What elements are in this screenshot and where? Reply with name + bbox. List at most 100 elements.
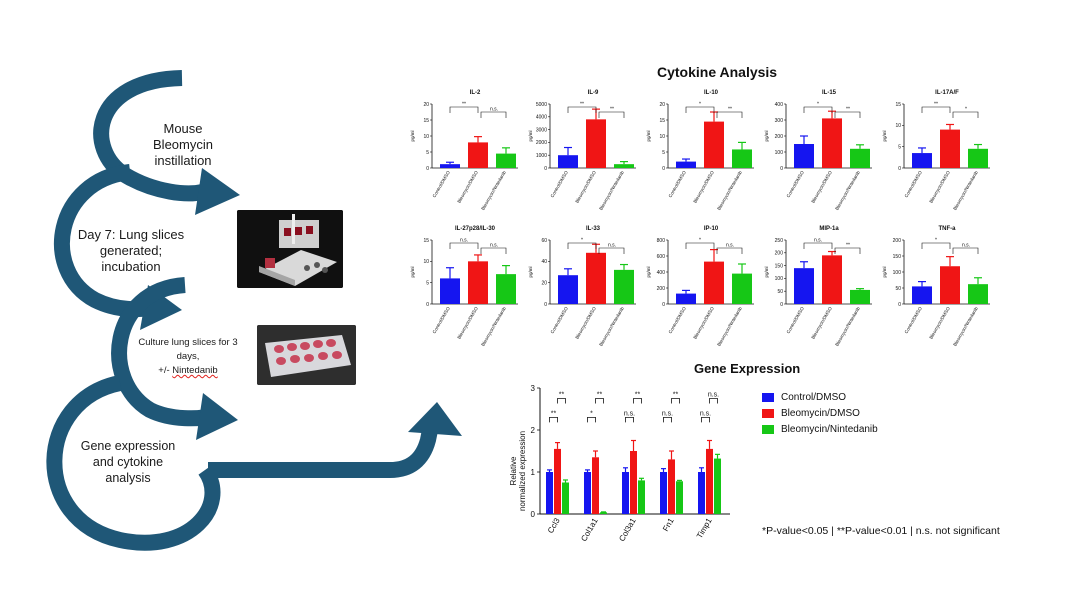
step-lung-slices: Day 7: Lung slices generated; incubation xyxy=(66,227,196,275)
chart-title: MIP-1a xyxy=(819,226,839,232)
bar xyxy=(600,512,607,514)
bar xyxy=(822,255,842,304)
sig-bracket xyxy=(625,417,634,423)
sig-bracket xyxy=(685,106,715,113)
sig-label: ** xyxy=(673,392,679,399)
sig-label: n.s. xyxy=(708,392,719,399)
x-tick-label: Bleomycin/Nintedanib xyxy=(480,170,507,211)
bar xyxy=(732,149,752,168)
bar xyxy=(638,480,645,514)
x-tick-label: Bleomycin/Nintedanib xyxy=(716,170,743,211)
bar xyxy=(440,278,460,304)
x-tick-label: Control/DMSO xyxy=(786,170,805,199)
sig-label: ** xyxy=(597,392,603,399)
step2-line2: generated; xyxy=(99,243,163,258)
sig-label: * xyxy=(581,238,583,244)
step3-line1: Culture lung slices for 3 xyxy=(138,337,238,348)
y-tick-label: 300 xyxy=(775,118,784,124)
y-tick-label: 3000 xyxy=(536,127,547,133)
sig-label: n.s. xyxy=(700,410,711,417)
x-tick-label: Col3a1 xyxy=(617,516,638,543)
y-tick-label: 4000 xyxy=(536,115,547,121)
sig-label: ** xyxy=(559,392,565,399)
y-tick-label: 40 xyxy=(541,259,547,265)
gene-expression-title: Gene Expression xyxy=(694,361,801,376)
y-tick-label: 5 xyxy=(426,280,429,286)
bar xyxy=(586,252,606,304)
gene-legend: Control/DMSO Bleomycin/DMSO Bleomycin/Ni… xyxy=(762,389,878,437)
x-tick-label: Bleomycin/DMSO xyxy=(574,306,597,340)
bar xyxy=(912,153,932,168)
bar xyxy=(676,481,683,514)
sig-label: ** xyxy=(934,102,938,108)
y-tick-label: 0 xyxy=(898,166,901,172)
sig-label: ** xyxy=(610,107,614,113)
sig-label: ** xyxy=(551,410,557,417)
x-tick-label: Bleomycin/DMSO xyxy=(810,306,833,340)
step1-line2: Bleomycin xyxy=(153,137,213,152)
x-tick-label: Control/DMSO xyxy=(432,306,451,335)
step-mouse-instillation: Mouse Bleomycin instillation xyxy=(128,121,238,169)
sig-label: n.s. xyxy=(962,243,970,249)
chart-title: IL-27p28/IL-30 xyxy=(455,226,496,232)
bar xyxy=(622,472,629,514)
sig-label: n.s. xyxy=(726,243,734,249)
bar xyxy=(468,142,488,168)
legend-swatch-bleomycin xyxy=(762,408,774,418)
cytokine-analysis-title: Cytokine Analysis xyxy=(657,64,778,80)
chart-title: IL-15 xyxy=(822,90,837,96)
y-tick-label: 800 xyxy=(657,238,666,244)
step2-line1: Day 7: Lung slices xyxy=(77,227,185,242)
results-arrow xyxy=(208,428,438,478)
y-axis-label: pg/ml xyxy=(528,266,533,277)
y-axis-label: pg/ml xyxy=(882,130,887,141)
x-tick-label: Col1a1 xyxy=(579,516,600,543)
x-tick-label: Bleomycin/DMSO xyxy=(456,306,479,340)
sig-bracket xyxy=(952,111,979,118)
chart-title: IL-9 xyxy=(588,90,599,96)
y-axis-label: pg/ml xyxy=(646,130,651,141)
sig-label: ** xyxy=(846,107,850,113)
y-tick-label: 0 xyxy=(780,302,783,308)
legend-label-nintedanib: Bleomycin/Nintedanib xyxy=(781,423,878,435)
y-tick-label: 100 xyxy=(775,150,784,156)
bar xyxy=(968,148,988,168)
chart-title: IL-10 xyxy=(704,90,719,96)
bar xyxy=(546,472,553,514)
y-tick-label: 15 xyxy=(895,102,901,108)
x-tick-label: Bleomycin/DMSO xyxy=(574,170,597,204)
bar xyxy=(614,269,634,304)
x-tick-label: Bleomycin/DMSO xyxy=(456,170,479,204)
y-tick-label: 0 xyxy=(898,302,901,308)
y-tick-label: 5000 xyxy=(536,102,547,108)
sig-bracket xyxy=(685,242,715,249)
sig-bracket xyxy=(663,417,672,423)
sig-label: n.s. xyxy=(460,238,468,244)
y-tick-label: 400 xyxy=(775,102,784,108)
y-tick-label: 2000 xyxy=(536,140,547,146)
x-tick-label: Bleomycin/DMSO xyxy=(928,170,951,204)
y-tick-label: 20 xyxy=(423,102,429,108)
sig-bracket xyxy=(587,417,596,423)
chart-title: IL-33 xyxy=(586,226,601,232)
bar xyxy=(614,164,634,168)
x-tick-label: Bleomycin/Nintedanib xyxy=(480,306,507,347)
sig-bracket xyxy=(716,247,743,254)
sig-label: * xyxy=(935,238,937,244)
bar xyxy=(468,261,488,304)
sig-bracket xyxy=(449,106,479,113)
arrow-head-3 xyxy=(196,393,238,440)
sig-label: n.s. xyxy=(490,243,498,249)
step4-line3: analysis xyxy=(105,471,151,485)
chart-title: IP-10 xyxy=(704,226,719,232)
sig-bracket xyxy=(567,106,597,113)
x-tick-label: Bleomycin/DMSO xyxy=(810,170,833,204)
y-tick-label: 10 xyxy=(659,134,665,140)
bar xyxy=(850,289,870,304)
step1-line1: Mouse xyxy=(163,121,203,136)
sig-label: n.s. xyxy=(662,410,673,417)
y-tick-label: 200 xyxy=(775,134,784,140)
bar xyxy=(912,286,932,304)
